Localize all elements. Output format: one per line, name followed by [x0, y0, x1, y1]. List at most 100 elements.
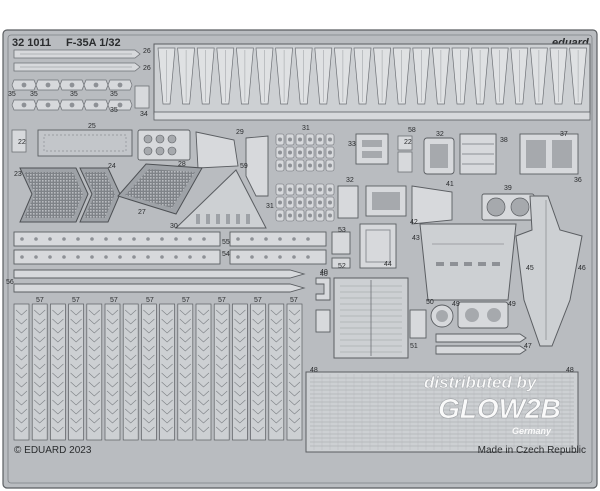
part-large-top-panel: [153, 43, 591, 121]
part-27: [117, 163, 203, 215]
part-44: [359, 223, 397, 269]
watermark-line1: distributed by: [424, 373, 538, 392]
part-51-side: [409, 309, 427, 339]
part-number-label: 36: [574, 177, 582, 184]
part-number-label: 47: [524, 343, 532, 350]
part-number-label: 26: [143, 65, 151, 72]
part-25: [37, 129, 133, 157]
part-number-label: 35: [30, 91, 38, 98]
part-group-26: [13, 49, 141, 72]
part-number-label: 35: [70, 91, 78, 98]
part-31-upper: [275, 133, 335, 172]
part-31-lower: [275, 183, 335, 222]
part-number-label: 41: [446, 181, 454, 188]
part-number-label: 30: [170, 223, 178, 230]
part-number-label: 45: [526, 265, 534, 272]
part-number-label: 57: [110, 297, 118, 304]
part-number-label: 53: [338, 227, 346, 234]
part-number-label: 58: [408, 127, 416, 134]
part-number-label: 22: [18, 139, 26, 146]
part-number-label: 57: [290, 297, 298, 304]
part-number-label: 57: [36, 297, 44, 304]
part-54: [13, 249, 327, 265]
part-number-label: 42: [410, 219, 418, 226]
part-number-label: 25: [88, 123, 96, 130]
part-number-label: 23: [14, 171, 22, 178]
watermark-brand: GLOW2B: [438, 393, 561, 424]
part-52: [331, 257, 351, 269]
part-number-label: 46: [578, 265, 586, 272]
part-38: [459, 133, 497, 175]
part-58: [397, 151, 413, 173]
part-number-label: 35: [110, 107, 118, 114]
part-number-label: 31: [302, 125, 310, 132]
part-number-label: 35: [8, 91, 16, 98]
part-group-35: [11, 79, 133, 111]
part-39: [481, 193, 535, 221]
part-41: [411, 185, 453, 225]
part-number-label: 33: [348, 141, 356, 148]
sheet-title: F-35A 1/32: [66, 37, 121, 49]
part-number-label: 50: [426, 299, 434, 306]
part-number-label: 57: [254, 297, 262, 304]
part-number-label: 57: [146, 297, 154, 304]
part-22-left: [11, 129, 27, 153]
part-number-label: 48: [310, 367, 318, 374]
part-number-label: 35: [110, 91, 118, 98]
part-40-box: [365, 185, 407, 217]
part-number-label: 29: [236, 129, 244, 136]
watermark-sub: Germany: [512, 426, 552, 436]
part-51-tab: [315, 309, 331, 333]
part-number-label: 24: [108, 163, 116, 170]
part-48: [305, 371, 579, 453]
part-55: [13, 231, 327, 247]
part-number-label: 56: [6, 279, 14, 286]
part-number-label: 37: [560, 131, 568, 138]
part-50: [430, 304, 454, 328]
part-23-24-chevrons: [19, 167, 121, 223]
part-28: [137, 129, 191, 161]
part-number-label: 43: [412, 235, 420, 242]
part-number-label: 38: [500, 137, 508, 144]
part-number-label: 49: [508, 301, 516, 308]
part-number-label: 51: [410, 343, 418, 350]
part-number-label: 39: [504, 185, 512, 192]
part-59: [245, 135, 269, 197]
part-40-hook: [315, 277, 331, 301]
part-number-label: 32: [346, 177, 354, 184]
part-number-label: 44: [384, 261, 392, 268]
part-number-label: 34: [140, 111, 148, 118]
part-45-46: [515, 195, 583, 347]
origin-text: Made in Czech Republic: [478, 445, 586, 456]
part-number-label: 57: [182, 297, 190, 304]
part-53: [331, 231, 351, 255]
sheet-code: 32 1011: [12, 37, 51, 49]
part-number-label: 40: [320, 271, 328, 278]
part-number-label: 40: [320, 269, 328, 276]
copyright-text: © EDUARD 2023: [14, 445, 92, 456]
part-number-label: 49: [452, 301, 460, 308]
part-30: [174, 169, 267, 229]
part-number-label: 55: [222, 239, 230, 246]
part-29: [195, 131, 239, 169]
part-number-label: 27: [138, 209, 146, 216]
part-51: [333, 277, 409, 359]
distributor-watermark: distributed by GLOW2B Germany: [424, 373, 561, 436]
part-32-lower: [337, 185, 359, 219]
part-32-upper: [423, 137, 455, 175]
part-number-label: 48: [566, 367, 574, 374]
part-group-57: [13, 303, 303, 441]
part-number-label: 57: [72, 297, 80, 304]
part-56: [13, 269, 306, 293]
part-34: [134, 85, 150, 109]
part-47: [435, 333, 527, 355]
part-number-label: 54: [222, 251, 230, 258]
part-33: [355, 133, 389, 165]
part-number-label: 28: [178, 161, 186, 168]
part-number-label: 59: [240, 163, 248, 170]
part-number-label: 32: [436, 131, 444, 138]
part-number-label: 52: [338, 263, 346, 270]
part-37: [519, 133, 579, 175]
part-49: [457, 301, 509, 329]
